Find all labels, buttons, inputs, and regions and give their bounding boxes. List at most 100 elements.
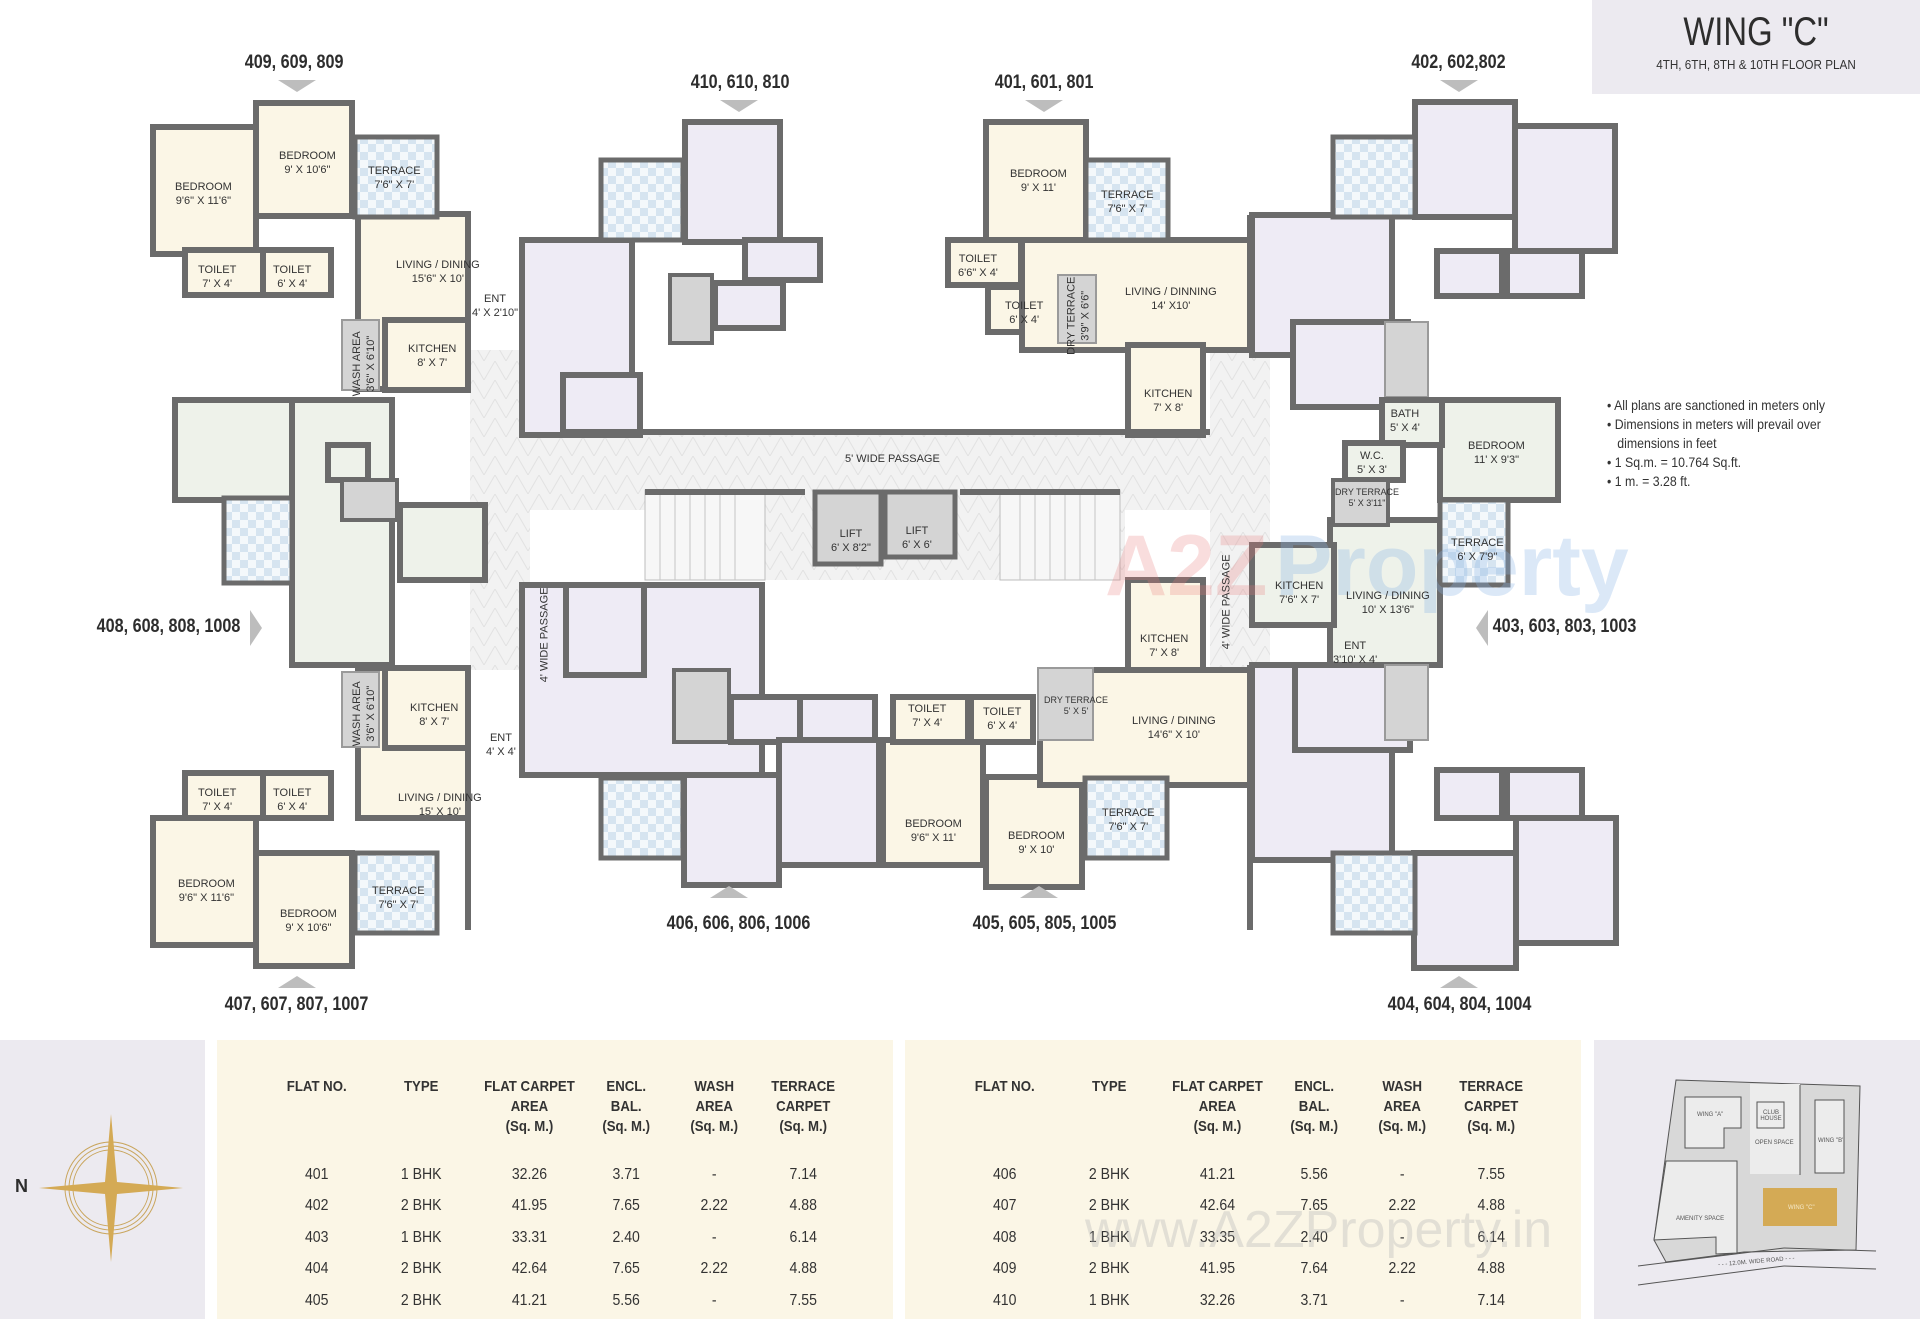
title-block: WING "C" 4TH, 6TH, 8TH & 10TH FLOOR PLAN (1592, 0, 1920, 94)
col-header-flat-no: FLAT NO. (286, 1078, 347, 1095)
site-plan-drawing (1637, 1079, 1877, 1286)
flat-label-406: 406, 606, 806, 1006 (666, 913, 811, 934)
note-item: • 1 Sq.m. = 10.764 Sq.ft. (1607, 454, 1742, 470)
note-item: • Dimensions in meters will prevail over (1607, 416, 1821, 432)
passage-5ft-label: 5' WIDE PASSAGE (845, 453, 940, 465)
col-header-encl-bal: ENCL.BAL.(Sq. M.) (602, 1078, 650, 1135)
col-header-type: TYPE (404, 1078, 439, 1095)
col-header-type: TYPE (1092, 1078, 1127, 1095)
flat-label-404: 404, 604, 804, 1004 (1387, 994, 1532, 1015)
passage-4ft-right-label: 4' WIDE PASSAGE (1220, 554, 1233, 650)
note-item: • All plans are sanctioned in meters onl… (1607, 397, 1825, 413)
flat-label-408: 408, 608, 808, 1008 (96, 616, 241, 637)
north-label: N (15, 1176, 28, 1196)
compass-icon (39, 1114, 183, 1262)
compass-panel: N (0, 1040, 205, 1319)
flat-label-410: 410, 610, 810 (690, 72, 790, 93)
col-header-encl-bal: ENCL.BAL.(Sq. M.) (1290, 1078, 1338, 1135)
site-wing-c: WING "C" (1788, 1205, 1815, 1211)
room-403-wc: W.C.5' X 3' (1357, 450, 1387, 476)
site-wing-b: WING "B" (1818, 1138, 1845, 1144)
page-subtitle: 4TH, 6TH, 8TH & 10TH FLOOR PLAN (1656, 57, 1856, 72)
flat-label-402: 402, 602,802 (1411, 52, 1506, 73)
flat-label-407: 407, 607, 807, 1007 (224, 994, 369, 1015)
page-title: WING "C" (1683, 10, 1829, 54)
flat-label-403: 403, 603, 803, 1003 (1492, 616, 1637, 637)
passage-4ft-left-label: 4' WIDE PASSAGE (538, 587, 551, 683)
site-open-space: OPEN SPACE (1755, 1140, 1794, 1146)
flat-label-409: 409, 609, 809 (244, 52, 344, 73)
col-header-flat-no: FLAT NO. (974, 1078, 1035, 1095)
note-item: • 1 m. = 3.28 ft. (1607, 473, 1691, 489)
watermark-url: www.A2ZProperty.in (1085, 1201, 1553, 1259)
flat-label-401: 401, 601, 801 (994, 72, 1094, 93)
site-amenity-space: AMENITY SPACE (1676, 1216, 1725, 1222)
note-item: dimensions in feet (1617, 435, 1717, 451)
site-key-plan: WING "A" CLUB HOUSE OPEN SPACE WING "B" … (1594, 1040, 1920, 1319)
svg-text:A2Z: A2Z (1105, 518, 1267, 614)
flat-label-405: 405, 605, 805, 1005 (972, 913, 1117, 934)
svg-text:Property: Property (1275, 518, 1629, 614)
floor-plan-drawing: A2Z Property (150, 80, 1629, 988)
site-club-house: CLUB HOUSE (1760, 1110, 1782, 1122)
site-wing-a: WING "A" (1697, 1112, 1724, 1118)
